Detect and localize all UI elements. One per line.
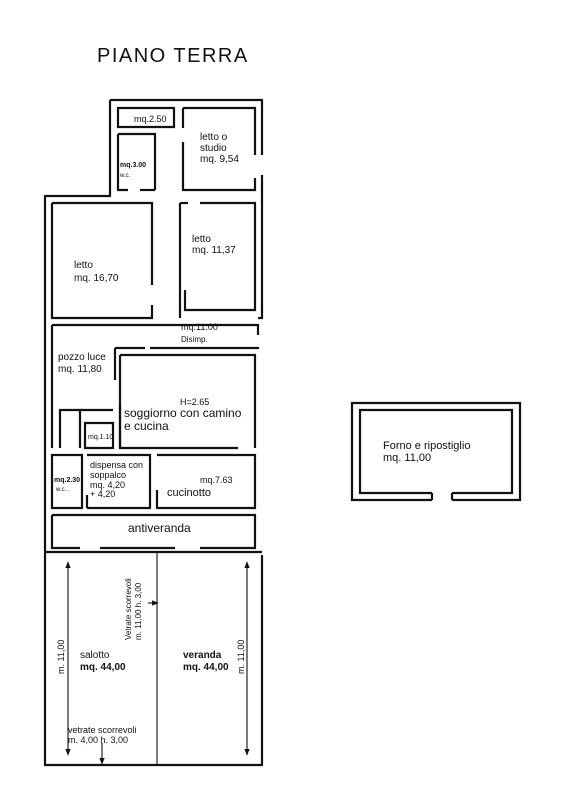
dispensa-label-1: dispensa con bbox=[90, 460, 143, 470]
wc-bottom-label-1: mq.2.30 bbox=[54, 477, 80, 484]
dispensa-label-2: soppalco bbox=[90, 470, 126, 480]
pozzo-luce-label-2: mq. 11,80 bbox=[58, 364, 102, 375]
studio-label-2: studio bbox=[200, 143, 227, 154]
studio-label-3: mq. 9,54 bbox=[200, 154, 239, 165]
wc-top-label-1: mq.3.00 bbox=[120, 162, 146, 169]
cucinotto-area-label: mq.7.63 bbox=[200, 475, 233, 485]
soggiorno-label-2: e cucina bbox=[124, 419, 169, 433]
veranda-label-1: veranda bbox=[183, 650, 222, 661]
studio-label-1: letto o bbox=[200, 132, 228, 143]
disimp-label-1: mq.11.00 bbox=[181, 322, 218, 332]
right-height-dimension: m. 11,00 bbox=[236, 640, 246, 674]
dispensa-label-4: + 4,20 bbox=[90, 489, 115, 499]
salotto-label-2: mq. 44,00 bbox=[80, 662, 126, 673]
small-mid-room-label: mq.1.10 bbox=[88, 434, 113, 441]
letto-right-label-2: mq. 11,37 bbox=[192, 245, 236, 256]
vetrate-vertical-label-1: Vetrate scorrevoli bbox=[124, 578, 133, 640]
pozzo-luce-label-1: pozzo luce bbox=[58, 352, 106, 363]
forno-label-1: Forno e ripostiglio bbox=[383, 440, 470, 452]
vetrate-vertical-label-2: m. 11,00 h. 3,00 bbox=[134, 582, 143, 640]
dimension-lines bbox=[65, 561, 250, 765]
wc-top-label-2: w.c. bbox=[119, 173, 131, 179]
forno-label-2: mq. 11,00 bbox=[383, 452, 431, 464]
cucinotto-label: cucinotto bbox=[167, 487, 211, 499]
letto-right-label-1: letto bbox=[192, 234, 211, 245]
wc-bottom-label-2: w.c.. bbox=[55, 487, 68, 493]
ceiling-height-label: H=2.65 bbox=[180, 397, 209, 407]
plan-title: PIANO TERRA bbox=[97, 45, 249, 67]
dispensa-label-3: mq. 4,20 bbox=[90, 480, 125, 490]
main-building-walls bbox=[43, 98, 264, 767]
forno-building bbox=[350, 401, 522, 502]
disimp-label-2: Disimp. bbox=[181, 335, 208, 344]
veranda-label-2: mq. 44,00 bbox=[183, 662, 229, 673]
left-height-dimension: m. 11,00 bbox=[56, 640, 66, 674]
letto-left-label-2: mq. 16,70 bbox=[74, 273, 119, 284]
vetrate-horizontal-label-1: vetrate scorrevoli bbox=[68, 725, 137, 735]
small-top-room-label: mq.2.50 bbox=[134, 114, 167, 124]
letto-left-label-1: letto bbox=[74, 260, 93, 271]
soggiorno-label-1: soggiorno con camino bbox=[124, 406, 242, 420]
salotto-label-1: salotto bbox=[80, 650, 110, 661]
vetrate-horizontal-label-2: m. 4,00 h. 3,00 bbox=[68, 735, 128, 745]
antiveranda-label: antiveranda bbox=[128, 521, 191, 535]
